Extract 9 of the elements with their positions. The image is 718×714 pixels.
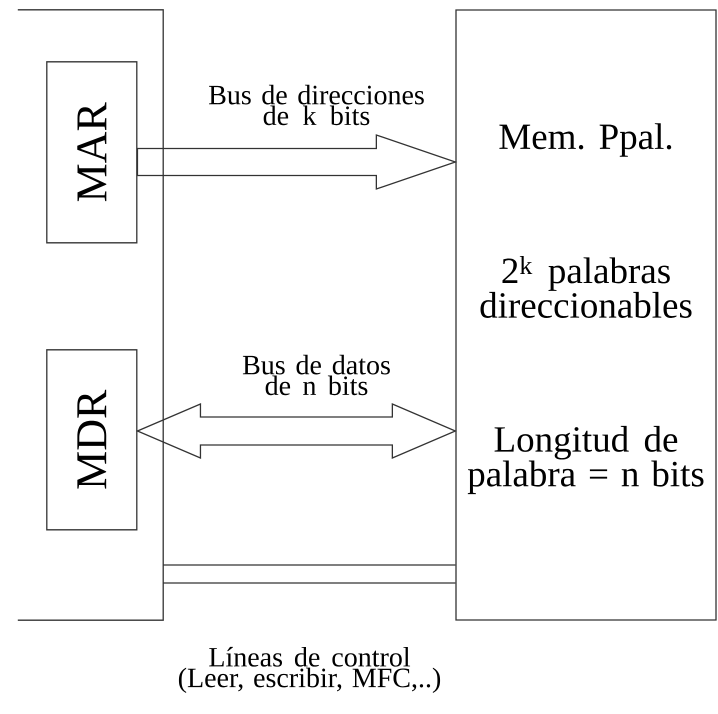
register-box: MAR	[46, 61, 138, 244]
control-lines	[162, 564, 456, 584]
edge-label: Bus de direcciones de k bits	[209, 84, 424, 126]
cpu-box	[18, 9, 164, 621]
edge-label: Líneas de control (Leer, escribir, MFC,..)	[178, 646, 440, 694]
memory-box: Mem. Ppal. 2$^{k}$ palabras direccionables Longitud de palabra = n bits	[455, 9, 717, 621]
bus-arrow	[136, 134, 458, 190]
register-box: MDR	[46, 349, 138, 530]
edge-label: Bus de datos de n bits	[242, 354, 390, 396]
